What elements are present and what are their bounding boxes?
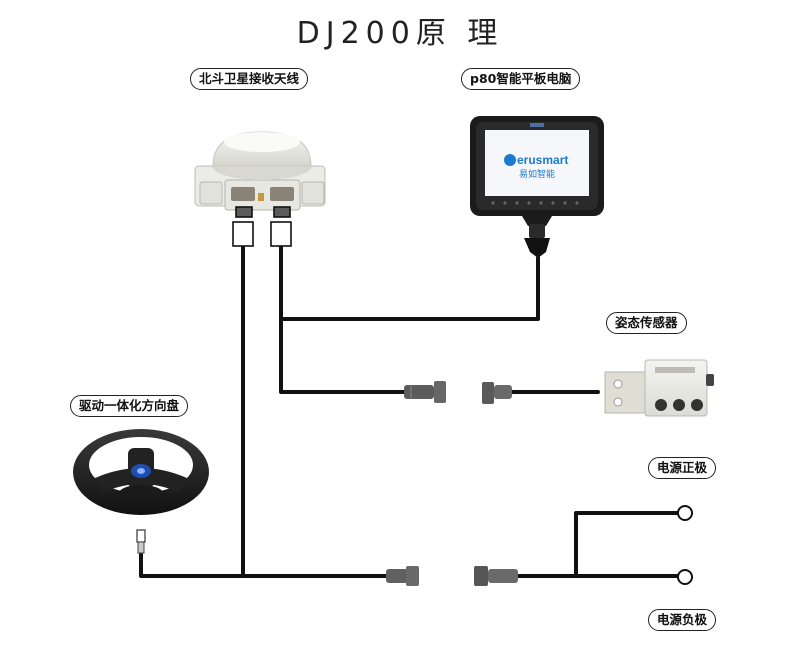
label-power-negative: 电源负极	[648, 609, 717, 631]
cable-steering-link	[139, 551, 390, 578]
antenna-device	[194, 131, 326, 211]
tablet-brand-logo: erusmart	[517, 153, 568, 167]
label-steering: 驱动一体化方向盘	[70, 395, 189, 417]
antenna-plugs	[232, 206, 292, 247]
power-negative-terminal	[677, 569, 693, 585]
cables	[139, 244, 692, 578]
tablet-device: erusmart 易如智能	[470, 116, 604, 258]
connector-sensor-left	[404, 381, 446, 403]
tablet-brand-tagline: 易如智能	[519, 168, 555, 180]
cable-antenna-sensor	[279, 317, 407, 394]
power-positive-terminal	[677, 505, 693, 521]
connector-sensor-right	[482, 382, 512, 404]
label-sensor: 姿态传感器	[606, 312, 687, 334]
cable-antenna-tablet	[279, 244, 540, 321]
connector-power-left	[386, 566, 419, 586]
sensor-device	[604, 359, 714, 417]
brand-logo-icon	[504, 154, 516, 166]
cable-power-branch	[574, 511, 687, 578]
label-tablet: p80智能平板电脑	[461, 68, 581, 90]
steering-wheel-device	[73, 429, 209, 554]
label-antenna: 北斗卫星接收天线	[190, 68, 309, 90]
connector-power-right	[474, 566, 518, 586]
label-power-positive: 电源正极	[648, 457, 717, 479]
diagram-title: DJ200原 理	[296, 16, 504, 51]
